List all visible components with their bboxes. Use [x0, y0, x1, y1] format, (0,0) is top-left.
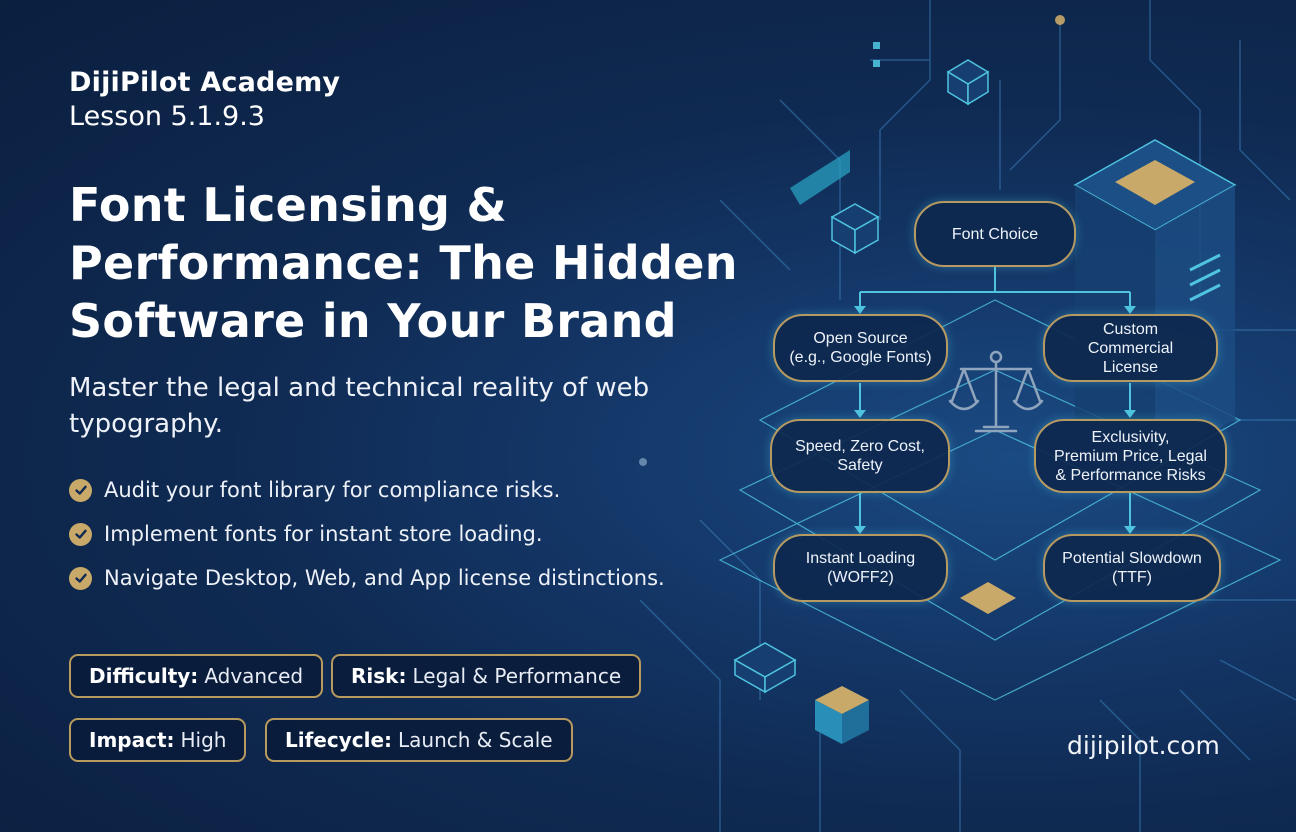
flow-node-custom-license: Custom Commercial License [1043, 314, 1218, 382]
flow-node-open-source: Open Source (e.g., Google Fonts) [773, 314, 948, 382]
balance-scale-icon [948, 350, 1044, 433]
objective-item: Implement fonts for instant store loadin… [69, 512, 665, 556]
objective-text: Implement fonts for instant store loadin… [104, 522, 543, 546]
website-link[interactable]: dijipilot.com [1067, 731, 1220, 760]
objective-text: Navigate Desktop, Web, and App license d… [104, 566, 665, 590]
flow-node-custom-risks: Exclusivity, Premium Price, Legal & Perf… [1034, 419, 1227, 493]
flow-node-instant-loading: Instant Loading (WOFF2) [773, 534, 948, 602]
check-icon [69, 566, 92, 590]
flow-node-open-benefits: Speed, Zero Cost, Safety [770, 419, 950, 493]
page-title: Font Licensing & Performance: The Hidden… [69, 178, 738, 348]
academy-name: DijiPilot Academy [69, 67, 341, 98]
objective-text: Audit your font library for compliance r… [104, 478, 561, 502]
difficulty-badge: Difficulty:Advanced [69, 654, 324, 698]
learning-objectives: Audit your font library for compliance r… [69, 468, 665, 600]
check-icon [69, 522, 92, 546]
flow-node-font-choice: Font Choice [914, 201, 1076, 267]
lesson-number: Lesson 5.1.9.3 [69, 101, 265, 132]
subtitle: Master the legal and technical reality o… [69, 373, 650, 439]
check-icon [69, 478, 92, 502]
risk-badge: Risk:Legal & Performance [331, 654, 642, 698]
objective-item: Audit your font library for compliance r… [69, 468, 665, 512]
flow-node-potential-slowdown: Potential Slowdown (TTF) [1043, 534, 1221, 602]
lifecycle-badge: Lifecycle:Launch & Scale [265, 718, 573, 762]
objective-item: Navigate Desktop, Web, and App license d… [69, 556, 665, 600]
impact-badge: Impact:High [69, 718, 247, 762]
